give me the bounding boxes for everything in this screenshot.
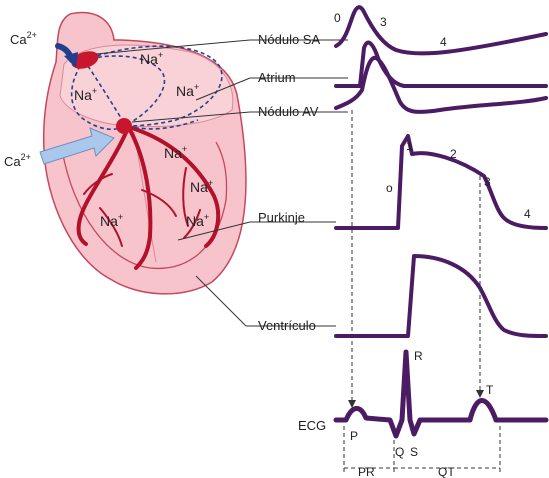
leader-lines <box>95 39 348 327</box>
ecg-label-t: T <box>486 383 494 397</box>
phase-label-sa-0: 0 <box>334 11 341 25</box>
sa-node <box>71 51 99 69</box>
sodium-ion-label: Na+ <box>176 82 199 99</box>
label-nodulo-sa: Nódulo SA <box>258 32 320 47</box>
ecg-label-q: Q <box>395 445 404 459</box>
ecg-label-r: R <box>414 349 423 363</box>
phase-label-pk-1: 1 <box>406 139 413 153</box>
phase-label-sa-3: 3 <box>380 15 387 29</box>
sodium-ion-label: Na+ <box>140 50 163 67</box>
label-atrium: Atrium <box>258 70 296 85</box>
sodium-ion-label: Na+ <box>190 178 213 195</box>
phase-label-pk-4: 4 <box>524 207 531 221</box>
av-node <box>116 118 132 134</box>
phase-label-pk-0: o <box>386 181 393 195</box>
heart-illustration <box>39 11 247 295</box>
ecg-label-p: P <box>350 429 358 443</box>
label-ecg: ECG <box>298 418 326 433</box>
ecg-label-qt: QT <box>438 465 455 478</box>
purkinje-fibers <box>69 126 221 270</box>
ecg-label-s: S <box>410 445 418 459</box>
calcium-label-left: Ca2+ <box>4 152 31 169</box>
phase-label-pk-2: 2 <box>450 147 457 161</box>
calcium-arrow-left <box>39 127 115 165</box>
trace-ecg <box>333 349 549 439</box>
label-purkinje: Purkinje <box>258 210 305 225</box>
label-nodulo-av: Nódulo AV <box>258 104 319 119</box>
trace-av-node <box>334 55 548 114</box>
heart-ventricle-outline <box>61 141 228 270</box>
phase-label-sa-4: 4 <box>440 35 447 49</box>
sodium-ion-label: Na+ <box>164 144 187 161</box>
ecg-label-pr: PR <box>358 465 375 478</box>
heart-atria-region <box>59 44 234 128</box>
calcium-arrow-top-head <box>64 52 78 68</box>
label-ventriculo: Ventrículo <box>258 318 316 333</box>
action-potential-traces <box>333 5 549 439</box>
calcium-label-top: Ca2+ <box>10 30 37 47</box>
sodium-ion-label: Na+ <box>100 212 123 229</box>
sodium-ion-label: Na+ <box>74 86 97 103</box>
trace-purkinje <box>334 134 548 230</box>
timing-guides <box>343 110 501 472</box>
trace-sa-node <box>334 5 548 56</box>
phase-label-pk-3: 3 <box>484 175 491 189</box>
sodium-ion-label: Na+ <box>186 212 209 229</box>
trace-ventricle <box>334 254 548 338</box>
